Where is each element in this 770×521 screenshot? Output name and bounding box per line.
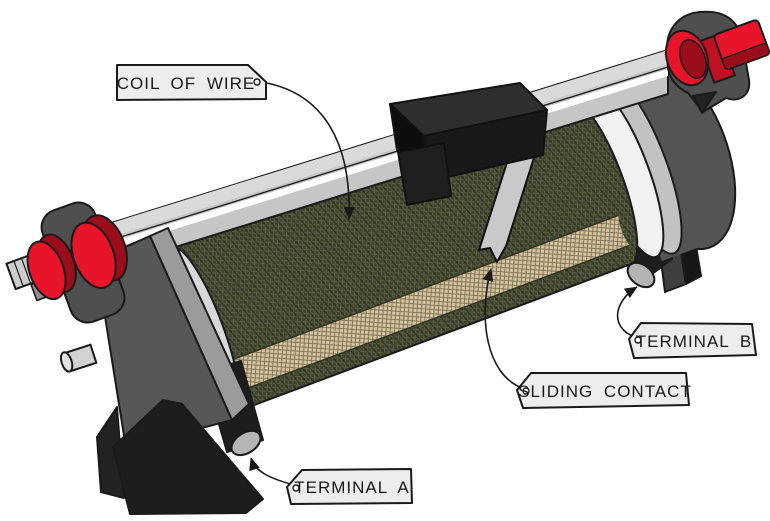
tag-sliding-contact: [516, 372, 690, 409]
rail-edge-line: [94, 66, 669, 246]
leader-terminal-b: [616, 286, 638, 338]
tag-terminal-b: [628, 322, 757, 359]
terminal-a-tip: [230, 429, 262, 457]
left-bracket-strip: [149, 227, 250, 421]
tag-terminal-a: [286, 468, 413, 505]
tan-band-edges: [217, 214, 630, 396]
right-bracket-notch: [692, 91, 717, 114]
leader-sliding-contact: [482, 268, 523, 389]
shaft-collar-inner: [679, 39, 707, 79]
label-sliding-contact: SLIDING CONTACT: [518, 382, 692, 401]
leader-terminal-a: [249, 457, 295, 486]
label-terminal-a: TERMINAL A: [294, 478, 409, 497]
slider-block-flange: [397, 142, 452, 206]
mount-bolt-cap: [59, 351, 74, 373]
red-knob-shade: [722, 42, 770, 70]
label-terminal-b: TERMINAL B: [636, 332, 752, 351]
leader-coil-of-wire: [260, 81, 355, 220]
leader-lines: [249, 81, 638, 486]
left-foot: [112, 399, 264, 515]
tag-hole-terminal-a: [292, 484, 300, 492]
red-washer-left: [26, 240, 67, 301]
tag-hole-sliding: [522, 387, 530, 395]
tag-coil-of-wire: [116, 64, 267, 101]
coil-tan-band: [217, 215, 630, 396]
left-foot-wedge: [96, 406, 125, 499]
label-coil-of-wire: COIL OF WIRE: [117, 74, 256, 93]
tag-hole-coil: [253, 78, 261, 86]
tag-hole-terminal-b: [634, 336, 642, 344]
